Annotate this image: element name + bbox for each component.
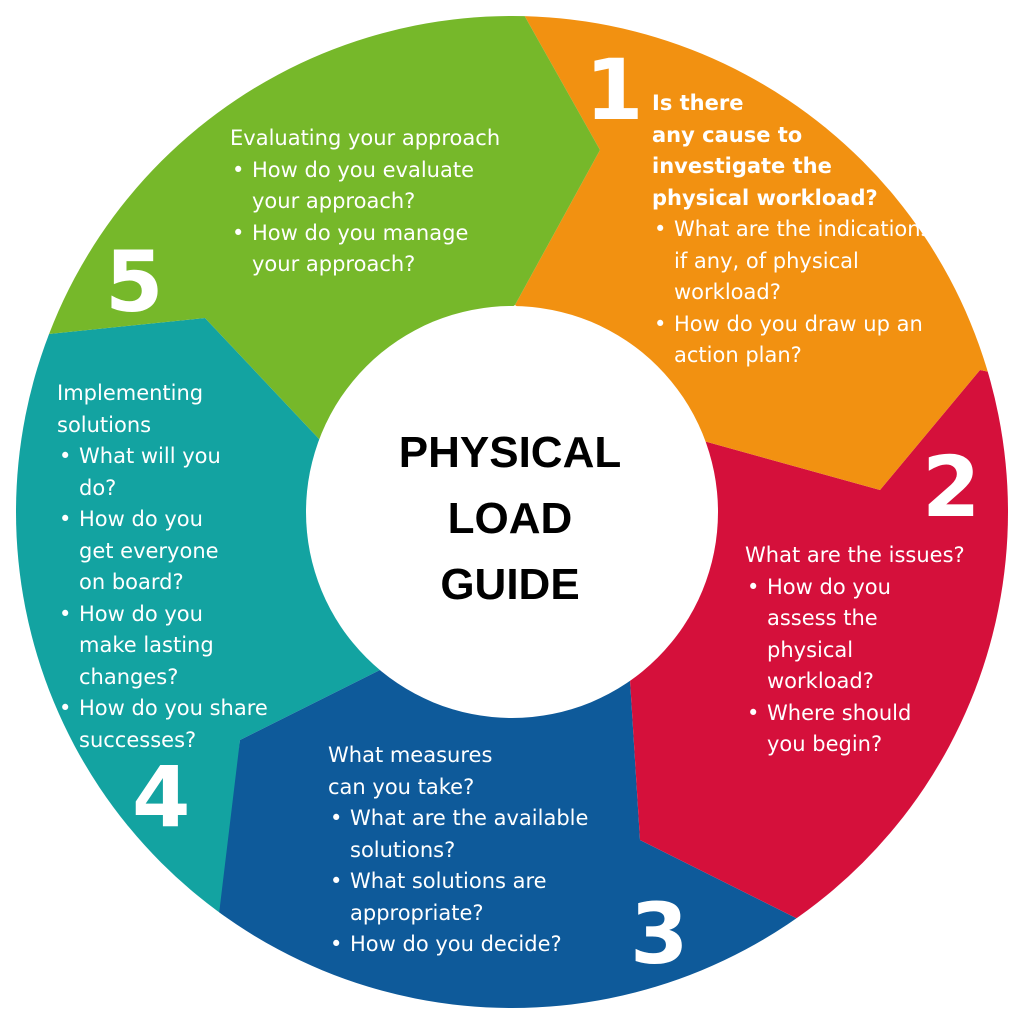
bullet-item: What are the available solutions? [328,803,598,866]
step-number-5: 5 [105,233,164,331]
bullet-item: How do you manage your approach? [230,218,490,281]
segment-4-text: Implementing solutions What will you do?… [57,378,297,756]
step-number-2: 2 [922,438,981,536]
segment-title-line: any cause to [652,122,803,147]
bullet-item: What are the indications, if any, of phy… [652,214,942,309]
segment-title-line: investigate the [652,154,832,178]
bullet-item: How do you draw up an action plan? [652,309,942,372]
segment-1-bullets: What are the indications, if any, of phy… [652,214,942,372]
segment-3-text: What measures can you take? What are the… [328,740,618,961]
bullet-item: How do you evaluate your approach? [230,155,490,218]
segment-title-line: Is there [652,91,744,115]
step-number-1: 1 [585,41,644,139]
segment-title-line: can you take? [328,774,475,799]
segment-2-text: What are the issues? How do you assess t… [745,540,1005,761]
center-title-line: PHYSICAL [398,428,622,477]
segment-1-text: Is there any cause to investigate the ph… [652,88,982,214]
bullet-item: How do you decide? [328,929,598,961]
bullet-item: Where should you begin? [745,698,915,761]
bullet-item: How do you assess the physical workload? [745,572,915,698]
center-title-line: LOAD [447,494,573,543]
bullet-item: How do you share successes? [57,693,314,756]
step-number-3: 3 [630,885,689,983]
bullet-item: How do you get everyone on board? [57,504,232,599]
segment-title-line: Implementing [57,381,204,405]
segment-title-line: What measures [328,743,493,767]
bullet-item: What will you do? [57,441,232,504]
bullet-item: What solutions are appropriate? [328,866,598,929]
segment-title-line: solutions [57,412,152,437]
center-title: PHYSICAL LOAD GUIDE [360,420,660,618]
segment-title-line: What are the issues? [745,543,965,567]
bullet-item: How do you make lasting changes? [57,599,232,694]
center-disc [306,306,718,718]
segment-title-line: Evaluating your approach [230,126,501,150]
segment-5-text: Evaluating your approach How do you eval… [230,123,560,281]
center-title-line: GUIDE [440,560,580,609]
segment-title-line: physical workload? [652,185,878,210]
step-number-4: 4 [132,748,191,846]
